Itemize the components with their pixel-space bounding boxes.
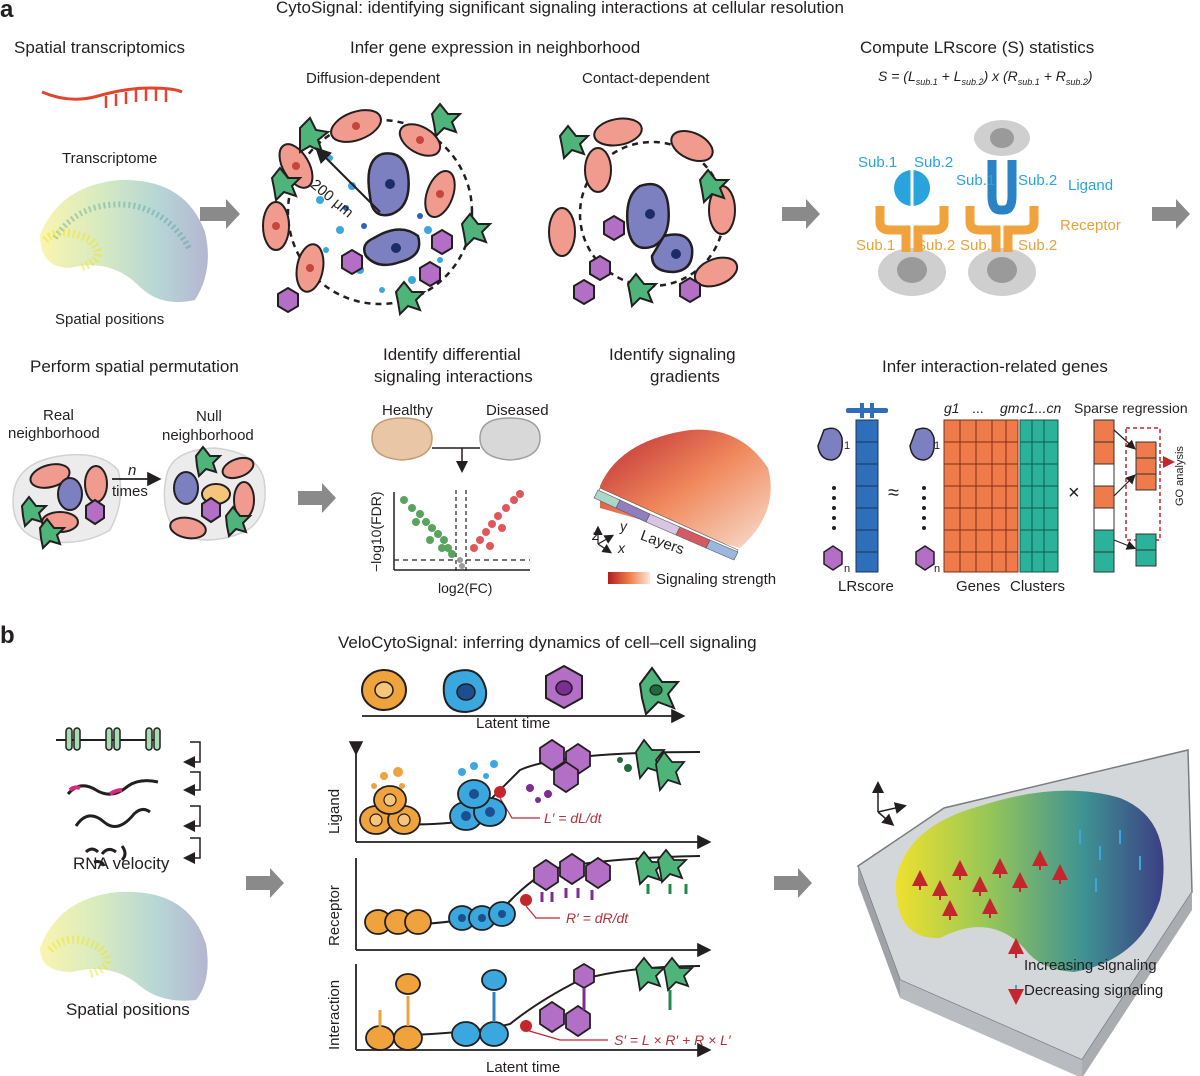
- interaction-axis-label: Interaction: [326, 979, 343, 1050]
- real-label-2: neighborhood: [8, 425, 100, 442]
- rna-velocity-label: RNA velocity: [73, 854, 170, 873]
- flow-arrow-2: [782, 199, 820, 229]
- gene-dots-label: ...: [972, 400, 984, 416]
- infer-heading: Infer gene expression in neighborhood: [350, 38, 641, 57]
- axis-x-label: x: [618, 540, 625, 556]
- lr-index-1: 1: [844, 440, 851, 452]
- volcano-plot: [371, 417, 541, 572]
- gm-label: gm: [1000, 400, 1020, 416]
- null-label: Null: [196, 408, 222, 425]
- interaction-equation: S′ = L × R′ + R × L′: [614, 1032, 731, 1048]
- clusters-index-label: c1...cn: [1020, 400, 1062, 416]
- increasing-label: Increasing signaling: [1024, 957, 1157, 974]
- axis-z-label: z: [592, 527, 599, 543]
- lrscore-schematic: [875, 120, 1039, 296]
- panel-a-letter: a: [0, 0, 14, 23]
- diffusion-neighborhood: [262, 102, 493, 317]
- contact-label: Contact-dependent: [582, 70, 710, 87]
- decreasing-label: Decreasing signaling: [1024, 982, 1164, 999]
- gene-index-n: n: [934, 563, 941, 575]
- ligand2-sub2-label: Sub.2: [1018, 172, 1058, 189]
- times-label: times: [112, 483, 148, 500]
- transcriptome-label: Transcriptome: [62, 150, 158, 167]
- transcriptome-wave: [41, 86, 183, 108]
- cell-type-row: [361, 664, 686, 724]
- regression-matrices: [817, 403, 1175, 573]
- ligand-sub2-label: Sub.2: [914, 154, 954, 171]
- ligand-axis-label: Ligand: [326, 788, 343, 834]
- diseased-label: Diseased: [486, 402, 549, 419]
- go-label: GO analysis: [1174, 446, 1186, 506]
- gradient-cloud: [593, 429, 771, 584]
- latent-time-bottom-label: Latent time: [486, 1059, 561, 1076]
- gradients-heading-2: gradients: [650, 367, 720, 386]
- differential-heading-2: signaling interactions: [374, 367, 533, 386]
- spatial-positions-b-label: Spatial positions: [66, 1000, 190, 1019]
- approx-sign: ≈: [888, 482, 899, 504]
- ligand2-sub1-label: Sub.1: [956, 172, 996, 189]
- gene-index-1: 1: [934, 440, 941, 452]
- volcano-ylabel: −log10(FDR): [368, 491, 384, 572]
- dynamics-plots: [348, 738, 712, 1058]
- times-sign: ×: [1068, 482, 1080, 504]
- volcano-xlabel: log2(FC): [438, 580, 493, 596]
- flow-arrow-1: [200, 199, 240, 229]
- clusters-label: Clusters: [1010, 578, 1066, 595]
- ligand-label: Ligand: [1068, 177, 1114, 194]
- flow-arrow-5: [246, 868, 284, 898]
- receptor-axis-label: Receptor: [326, 885, 343, 946]
- contact-neighborhood: [548, 117, 739, 309]
- healthy-label: Healthy: [382, 402, 433, 419]
- permutation-schematic: [12, 445, 266, 551]
- flow-arrow-3: [1152, 199, 1190, 229]
- genes-heading: Infer interaction-related genes: [882, 357, 1108, 376]
- ligand-sub1-label: Sub.1: [858, 154, 898, 171]
- panel-b-letter: b: [0, 622, 15, 649]
- rna-velocity-schematic: [40, 727, 208, 1001]
- strength-label: Signaling strength: [656, 571, 777, 588]
- flow-arrow-4: [298, 483, 336, 513]
- lrscore-label: LRscore: [838, 578, 894, 595]
- genes-label: Genes: [956, 578, 1001, 595]
- diffusion-label: Diffusion-dependent: [306, 70, 440, 87]
- spatial-heading: Spatial transcriptomics: [14, 38, 186, 57]
- real-label: Real: [43, 407, 74, 424]
- flow-arrow-6: [774, 868, 812, 898]
- ligand-equation: L′ = dL/dt: [544, 810, 602, 826]
- receptor-sub2-label: Sub.2: [916, 237, 956, 254]
- panel-a-title: CytoSignal: identifying significant sign…: [276, 0, 844, 17]
- differential-heading-1: Identify differential: [383, 345, 521, 364]
- lr-index-n: n: [844, 563, 851, 575]
- null-label-2: neighborhood: [162, 427, 254, 444]
- sparse-label: Sparse regression: [1074, 400, 1188, 416]
- gradients-heading-1: Identify signaling: [609, 345, 736, 364]
- receptor2-sub1-label: Sub.1: [960, 237, 1000, 254]
- receptor2-sub2-label: Sub.2: [1018, 237, 1058, 254]
- receptor-label: Receptor: [1060, 217, 1121, 234]
- tissue-slab-3d: [857, 749, 1193, 1076]
- tissue-scatter-top: [40, 179, 208, 303]
- n-label: n: [128, 462, 137, 479]
- lrscore-heading: Compute LRscore (S) statistics: [860, 38, 1095, 57]
- permutation-heading: Perform spatial permutation: [30, 357, 239, 376]
- receptor-equation: R′ = dR/dt: [566, 910, 629, 926]
- panel-b-title: VeloCytoSignal: inferring dynamics of ce…: [338, 633, 757, 652]
- axis-y-label: y: [620, 518, 627, 534]
- receptor-sub1-label: Sub.1: [856, 237, 896, 254]
- latent-time-top-label: Latent time: [476, 715, 551, 732]
- g1-label: g1: [944, 400, 960, 416]
- lrscore-formula: S = (Lsub.1 + Lsub.2) x (Rsub.1 + Rsub.2…: [878, 68, 1093, 87]
- spatial-positions-label: Spatial positions: [55, 311, 165, 328]
